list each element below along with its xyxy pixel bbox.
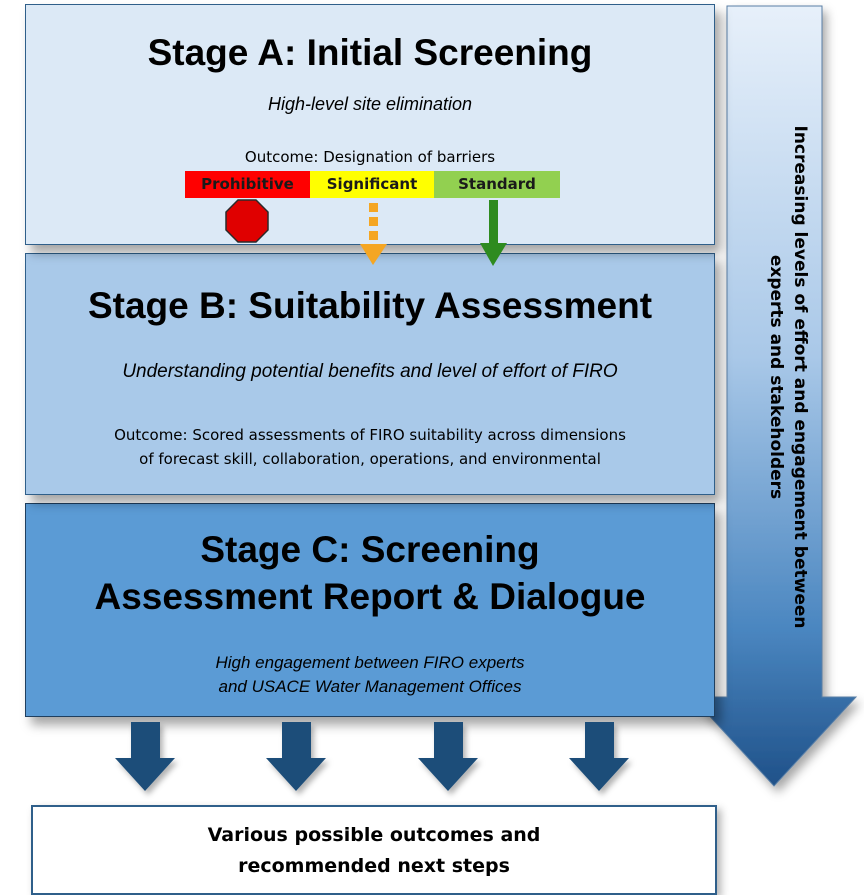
stage-b-subtitle: Understanding potential benefits and lev… [122,361,618,382]
stage-a-outcome: Outcome: Designation of barriers [244,148,496,166]
final-outcomes-box: Various possible outcomes and recommende… [31,805,717,895]
stage-b-title: Stage B: Suitability Assessment [87,285,653,326]
stage-b-outcome-line-1: Outcome: Scored assessments of FIRO suit… [114,426,626,444]
stage-b-outcome-line-2: of forecast skill, collaboration, operat… [139,450,601,468]
down-arrow-icon [569,722,629,791]
down-arrow-icon [266,722,326,791]
stage-a-title: Stage A: Initial Screening [147,32,593,73]
barrier-prohibitive: Prohibitive [185,171,310,198]
stage-c-subtitle-line-1: High engagement between FIRO experts [215,653,525,672]
stage-c-subtitle-line-2: and USACE Water Management Offices [218,677,522,696]
barrier-significant-label: Significant [326,175,418,193]
down-arrow-icon [418,722,478,791]
final-outcomes-line-2: recommended next steps [238,855,510,877]
standard-arrow-icon [480,200,507,266]
stage-a-subtitle: High-level site elimination [267,94,473,114]
stage-c-title-line-1: Stage C: Screening [200,529,540,570]
down-arrow-icon [115,722,175,791]
stage-c-title-line-2: Assessment Report & Dialogue [94,576,646,617]
barrier-prohibitive-label: Prohibitive [201,175,294,193]
stage-b-box: Stage B: Suitability Assessment Understa… [25,253,715,495]
barrier-standard: Standard [434,171,560,198]
stage-c-box: Stage C: Screening Assessment Report & D… [25,503,715,717]
significant-dashed-arrow-icon [360,203,387,265]
barrier-standard-label: Standard [458,175,536,193]
stop-sign-icon [225,199,269,243]
final-outcomes-line-1: Various possible outcomes and [207,824,541,846]
barrier-significant: Significant [310,171,434,198]
